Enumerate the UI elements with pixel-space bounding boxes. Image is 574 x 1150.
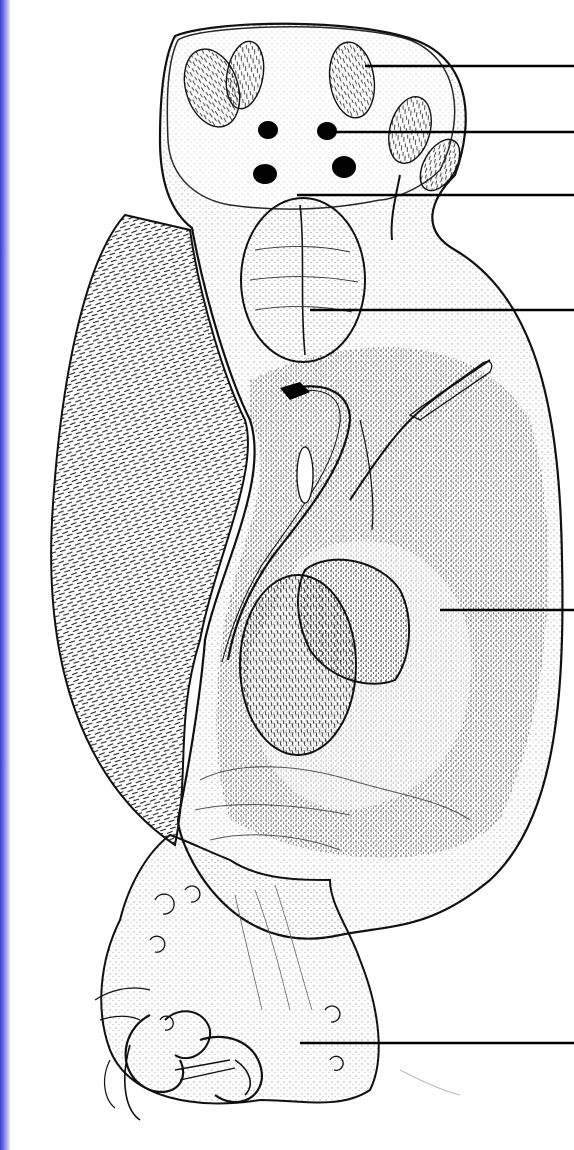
- eyespot-4: [332, 156, 356, 178]
- eyespot-3: [253, 164, 277, 184]
- faint-mark: [400, 1070, 460, 1095]
- testis: [240, 575, 356, 755]
- eyespot-1: [258, 121, 278, 139]
- pharynx: [241, 198, 365, 362]
